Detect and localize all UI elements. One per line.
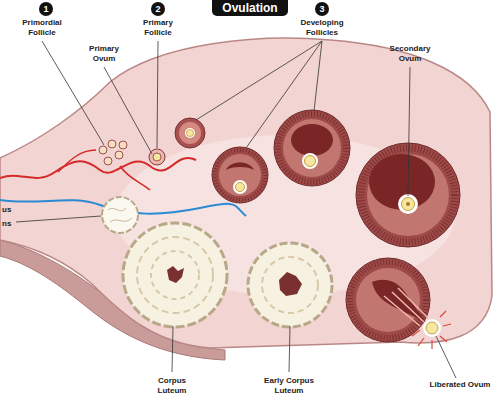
part-label: ns	[2, 219, 11, 229]
corpus-albicans	[102, 197, 138, 233]
ovum	[236, 183, 245, 192]
follicle	[212, 147, 268, 203]
nucleus	[406, 202, 410, 206]
ovum-halo	[185, 128, 195, 138]
follicle-inner	[283, 119, 341, 177]
corpus-luteum	[123, 223, 227, 327]
theca-stripes	[350, 262, 426, 338]
rupture-rays	[384, 288, 428, 326]
albicans-folds	[108, 208, 132, 222]
part-label: Corpus Luteum	[146, 376, 198, 396]
part-label: Early Corpus Luteum	[256, 376, 322, 396]
part-label: Primordial Follicle	[11, 18, 73, 38]
part-label: us	[2, 205, 11, 215]
antrum	[226, 163, 254, 171]
callout-number: 1	[39, 2, 53, 16]
ovum-halo	[233, 180, 247, 194]
title: Ovulation	[212, 0, 287, 16]
artery	[0, 158, 196, 178]
ovum	[305, 156, 316, 167]
luteum-folds	[151, 251, 199, 299]
antrum	[369, 154, 435, 210]
follicle	[274, 110, 350, 186]
ovum-halo	[423, 319, 441, 337]
ovary-outline	[0, 38, 492, 348]
follicle	[175, 118, 205, 148]
luteum-folds	[137, 237, 213, 313]
ovum	[153, 153, 161, 161]
ovum	[402, 198, 415, 211]
primary-follicle	[149, 149, 165, 165]
luteum-core	[167, 266, 184, 283]
part-label: Primary Ovum	[81, 44, 127, 64]
luteum-folds	[262, 257, 318, 313]
burst-lines	[412, 311, 451, 349]
follicle-inner	[179, 122, 201, 144]
part-label: Secondary Ovum	[379, 44, 441, 64]
ruptured-follicle	[346, 258, 430, 342]
antrum	[291, 124, 333, 156]
leader-lines	[16, 41, 456, 378]
early-corpus-luteum	[248, 243, 332, 327]
callout-number: 3	[315, 2, 329, 16]
part-label: Developing Follicles	[291, 18, 353, 38]
follicle-inner	[219, 154, 261, 196]
luteum-core	[279, 272, 302, 296]
callout-number: 2	[151, 2, 165, 16]
ovum-halo	[398, 194, 418, 214]
liberated-ovum	[426, 322, 438, 334]
antrum	[372, 280, 426, 322]
theca-stripes	[278, 114, 346, 182]
part-label: Primary Follicle	[132, 18, 184, 38]
ovum-halo	[302, 153, 318, 169]
part-label: Liberated Ovum	[429, 380, 491, 390]
artery-branch	[58, 150, 150, 190]
ovum	[187, 130, 194, 137]
theca-stripes	[215, 150, 265, 200]
